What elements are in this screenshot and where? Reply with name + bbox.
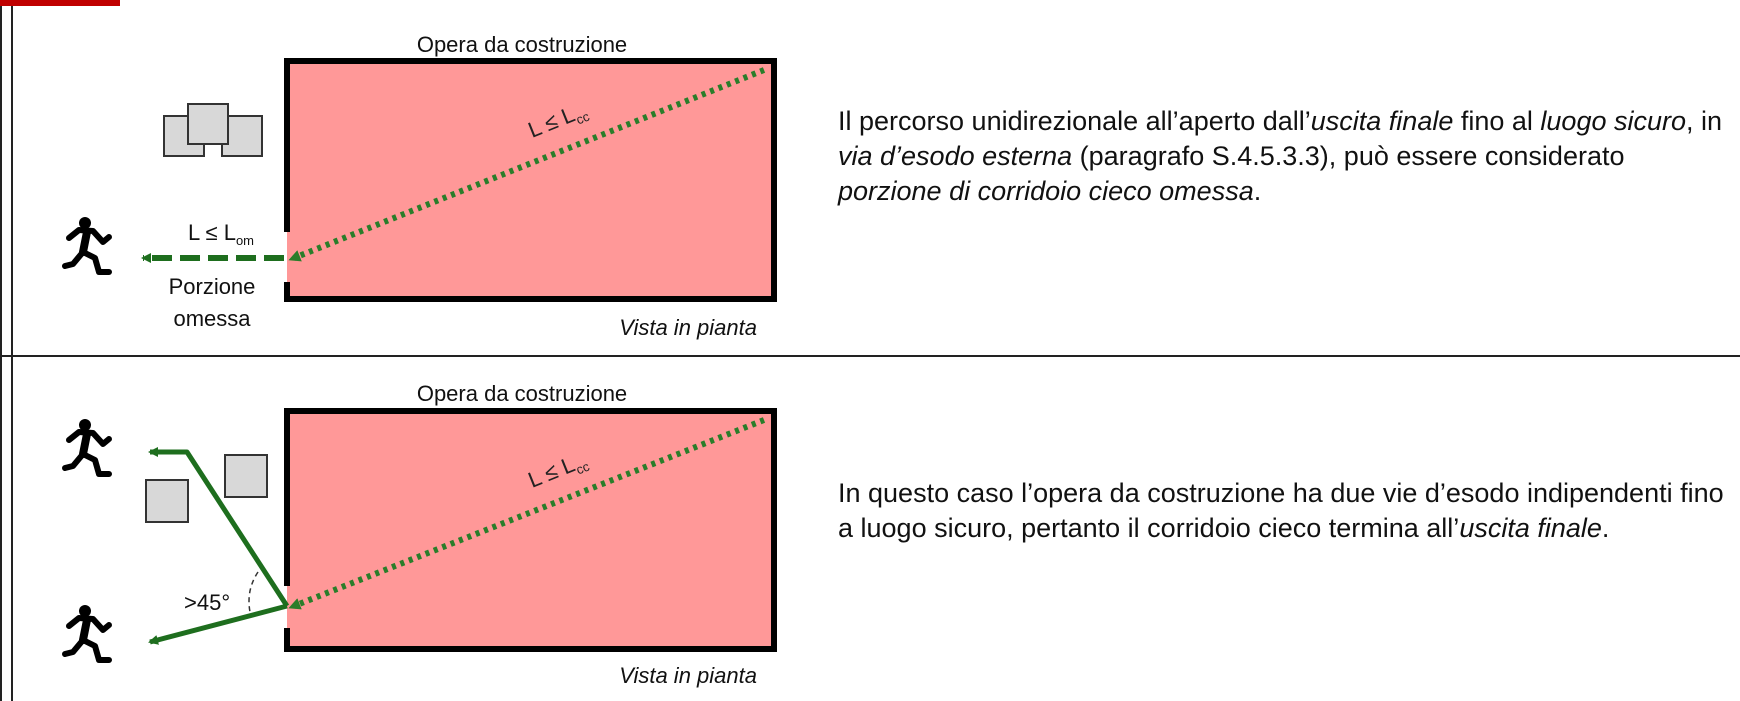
desc-emphasis: uscita finale: [1459, 513, 1602, 543]
building-label: Opera da costruzione: [417, 32, 627, 57]
desc-text: .: [1253, 176, 1262, 206]
desc-text: .: [1601, 513, 1610, 543]
building-plan: [287, 61, 774, 299]
building-walls: [284, 408, 777, 652]
desc-text: In questo caso l’opera da costruzione ha…: [838, 478, 1724, 543]
desc-text: , in: [1686, 106, 1723, 136]
row2-diagram: Opera da costruzione Vista in pianta L ≤…: [65, 381, 777, 688]
row1-description: Il percorso unidirezionale all’aperto da…: [838, 104, 1728, 209]
omitted-portion-line1: Porzione: [169, 274, 256, 299]
exit-path-lower: [148, 603, 288, 645]
row2-description: In questo caso l’opera da costruzione ha…: [838, 476, 1728, 546]
row1-diagram: Opera da costruzione Vista in pianta L ≤…: [65, 32, 777, 340]
building-label: Opera da costruzione: [417, 381, 627, 406]
omitted-length-main: L ≤ L: [188, 220, 236, 245]
desc-text: Il percorso unidirezionale all’aperto da…: [838, 106, 1311, 136]
desc-emphasis: luogo sicuro: [1540, 106, 1687, 136]
building-walls: [284, 58, 777, 302]
desc-emphasis: porzione di corridoio cieco omessa: [838, 176, 1254, 206]
running-person-icon: [65, 217, 109, 272]
square-obstacle-icon: [187, 103, 229, 145]
dead-end-length-sub: cc: [574, 108, 592, 127]
dead-end-length-sub: cc: [574, 458, 592, 477]
dead-end-path-dotted: [288, 417, 766, 610]
exit-path-upper: [148, 447, 290, 608]
running-person-icon: [65, 419, 109, 474]
angle-label: >45°: [184, 590, 230, 615]
omitted-portion-line2: omessa: [173, 306, 251, 331]
furniture-group: [163, 103, 263, 157]
corner-mark: [0, 0, 120, 6]
square-obstacle-icon: [224, 454, 268, 498]
desc-text: (paragrafo S.4.5.3.3), può essere consid…: [1072, 141, 1625, 171]
view-label: Vista in pianta: [619, 663, 757, 688]
square-obstacle-icon: [145, 479, 189, 523]
omitted-length-label: L ≤ Lom: [188, 220, 254, 248]
desc-emphasis: via d’esodo esterna: [838, 141, 1073, 171]
desc-emphasis: uscita finale: [1310, 106, 1454, 136]
running-person-icon: [65, 605, 109, 660]
view-label: Vista in pianta: [619, 315, 757, 340]
building-plan: [287, 411, 774, 649]
angle-arc: [248, 571, 259, 613]
omitted-length-sub: om: [236, 233, 254, 248]
desc-text: fino al: [1453, 106, 1541, 136]
dead-end-path-dotted: [288, 67, 766, 262]
